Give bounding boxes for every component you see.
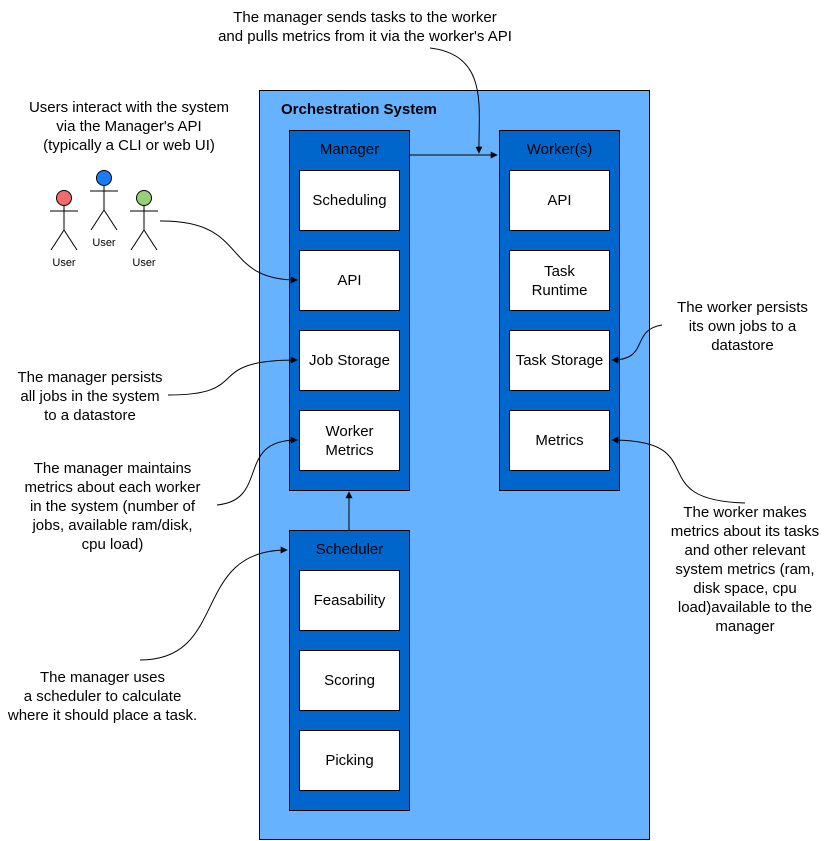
scheduler-scoring-label: Scoring bbox=[324, 672, 375, 689]
note-job-storage: The manager persists all jobs in the sys… bbox=[17, 369, 163, 424]
note-worker-metrics: The manager maintains metrics about each… bbox=[24, 460, 201, 553]
job-storage-note-curve bbox=[167, 356, 298, 396]
worker-api-label: API bbox=[547, 192, 572, 209]
worker-title: Worker(s) bbox=[526, 141, 593, 158]
scheduler-note-curve bbox=[139, 546, 288, 661]
users-to-api-curve bbox=[159, 220, 298, 284]
manager-title: Manager bbox=[319, 141, 380, 158]
note-metrics: The worker makes metrics about its tasks… bbox=[670, 504, 820, 635]
worker-task-runtime-label: Task Runtime bbox=[531, 262, 588, 299]
manager-worker-metrics-box: Worker Metrics bbox=[299, 410, 400, 471]
worker-task-storage-box: Task Storage bbox=[509, 330, 610, 391]
worker-metrics-label: Metrics bbox=[535, 432, 584, 449]
worker-metrics-box: Metrics bbox=[509, 410, 610, 471]
scheduler-picking-box: Picking bbox=[299, 730, 400, 791]
user-figure-green bbox=[130, 190, 158, 251]
scheduler-scoring-box: Scoring bbox=[299, 650, 400, 711]
manager-api-label: API bbox=[337, 272, 362, 289]
user-label-3: User bbox=[132, 257, 156, 269]
worker-task-runtime-box: Task Runtime bbox=[509, 250, 610, 311]
manager-job-storage-box: Job Storage bbox=[299, 330, 400, 391]
manager-api-box: API bbox=[299, 250, 400, 311]
scheduler-title: Scheduler bbox=[315, 541, 384, 558]
user-label-1: User bbox=[52, 257, 76, 269]
note-manager-worker: The manager sends tasks to the worker an… bbox=[218, 9, 512, 45]
manager-job-storage-label: Job Storage bbox=[309, 352, 390, 369]
note-users-api: Users interact with the system via the M… bbox=[28, 99, 230, 154]
scheduler-feasability-label: Feasability bbox=[313, 592, 386, 609]
user-label-2: User bbox=[92, 237, 116, 249]
worker-metrics-note-curve bbox=[216, 436, 298, 506]
note-task-storage: The worker persists its own jobs to a da… bbox=[677, 299, 808, 354]
scheduler-picking-label: Picking bbox=[325, 752, 374, 769]
manager-worker-metrics-label: Worker Metrics bbox=[325, 422, 374, 459]
manager-scheduling-box: Scheduling bbox=[299, 170, 400, 231]
task-storage-note-curve bbox=[611, 324, 663, 364]
worker-task-storage-label: Task Storage bbox=[515, 352, 604, 369]
metrics-note-curve bbox=[611, 436, 746, 504]
user-figure-red bbox=[50, 190, 78, 251]
user-figure-blue bbox=[90, 170, 118, 231]
note-to-link-curve bbox=[429, 47, 483, 154]
note-scheduler: The manager uses a scheduler to calculat… bbox=[7, 669, 198, 724]
orchestration-system-title: Orchestration System bbox=[281, 101, 437, 118]
scheduler-feasability-box: Feasability bbox=[299, 570, 400, 631]
manager-scheduling-label: Scheduling bbox=[312, 192, 387, 209]
worker-api-box: API bbox=[509, 170, 610, 231]
